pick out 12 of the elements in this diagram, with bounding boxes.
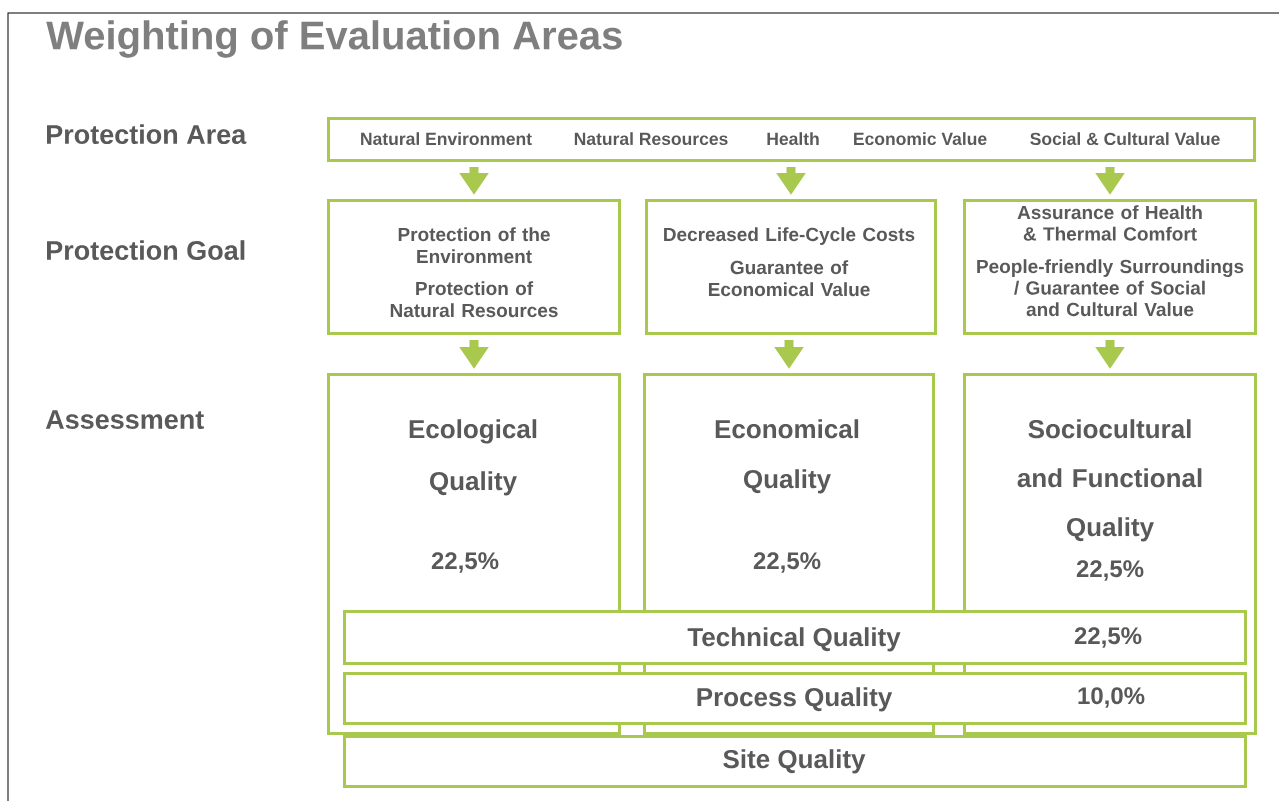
band-box: Process Quality 10,0% (343, 672, 1247, 725)
category-bar: Natural Environment Natural Resources Health Economic Value Social & Cultural Value (327, 117, 1256, 162)
row-label: Assessment (45, 410, 204, 430)
column-box: Ecological Quality 22,5% (327, 373, 621, 735)
row-label: Protection Goal (47, 240, 245, 261)
title: Weighting of Evaluation Areas (46, 20, 622, 58)
band-box: Site Quality (343, 735, 1247, 788)
goal-box: Decreased Life-Cycle Costs Guarantee of Economical Value (645, 199, 937, 335)
goal-box: Protection of the Environment Protection of Natural Resources (327, 199, 621, 335)
goal-box: Assurance of Health & Thermal Comfort People-friendly Surroundings / Guarantee of Social and Cultural Value (963, 199, 1257, 335)
row-label: Protection Area (47, 124, 247, 145)
band-box: Technical Quality 22,5% (343, 610, 1247, 665)
